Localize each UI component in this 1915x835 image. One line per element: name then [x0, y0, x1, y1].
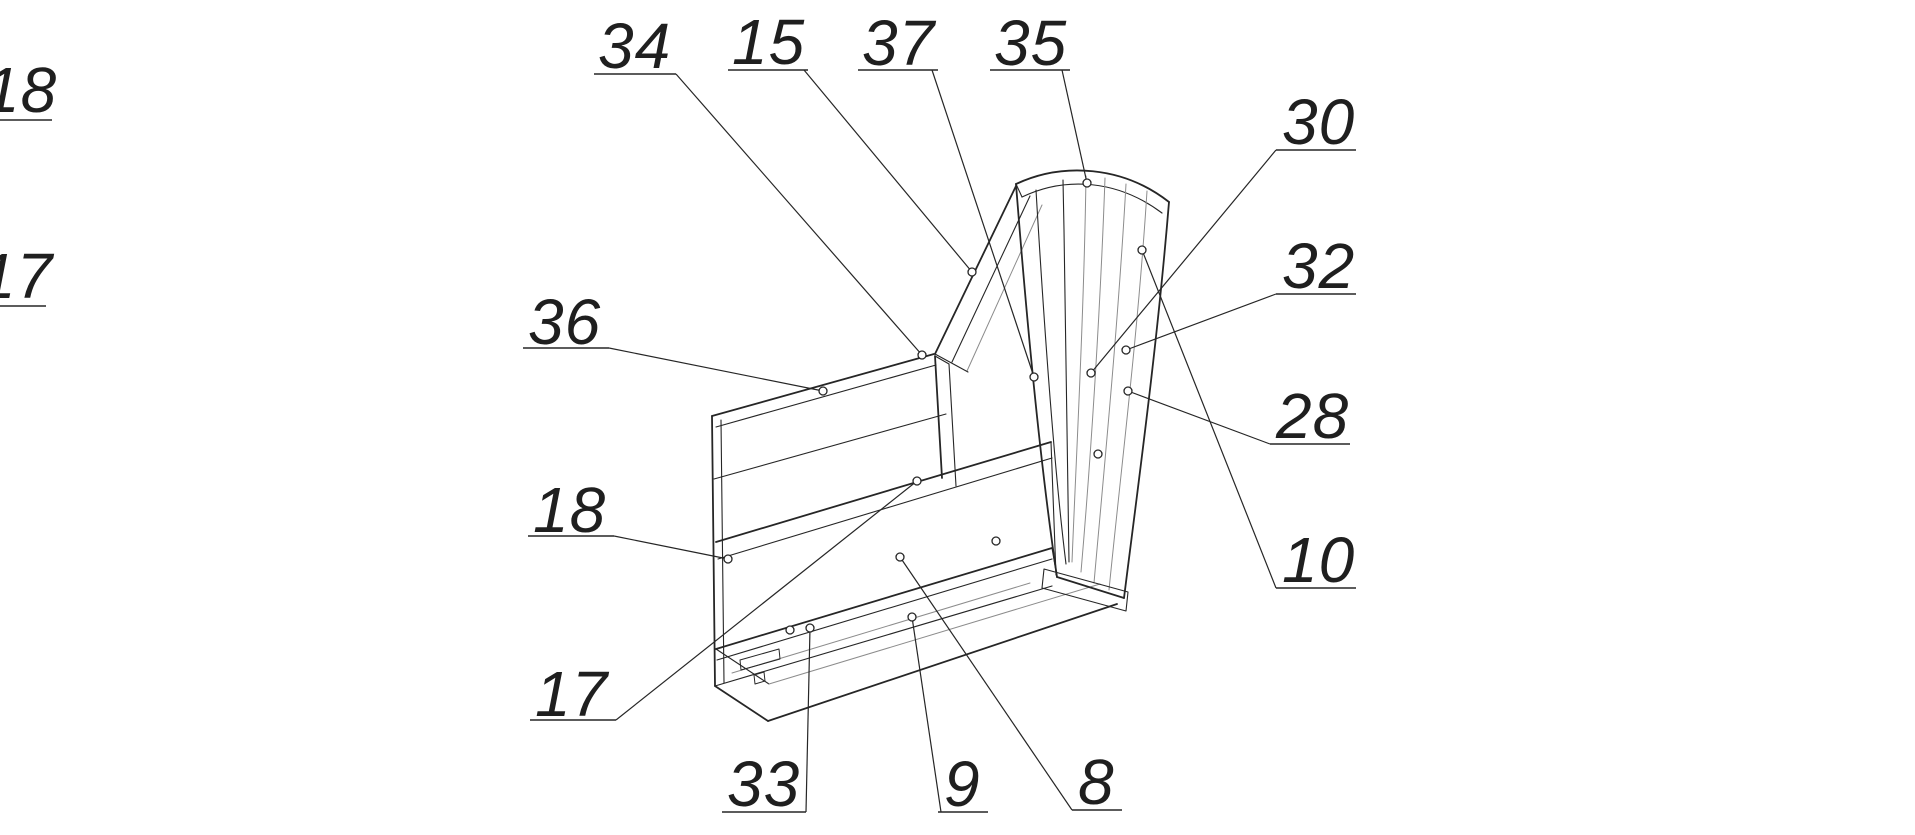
marker-dot-1	[991, 536, 1001, 546]
leader-line-32	[1125, 293, 1277, 351]
leader-dot-17	[912, 476, 922, 486]
curved-column	[1015, 169, 1170, 612]
leader-dot-18	[723, 554, 733, 564]
leader-line-37	[931, 69, 1035, 378]
marker-dot-2	[785, 625, 795, 635]
left-side-panel	[711, 353, 957, 687]
leader-line-9	[911, 616, 942, 813]
leader-line-17	[615, 480, 918, 721]
marker-dot-0	[1093, 449, 1103, 459]
leader-dot-36	[818, 386, 828, 396]
leader-line-28	[1127, 390, 1271, 445]
leader-line-34	[675, 73, 923, 356]
leader-line-30	[1090, 149, 1277, 374]
leader-dot-33	[805, 623, 815, 633]
leader-dot-8	[895, 552, 905, 562]
leader-dot-28	[1123, 386, 1133, 396]
leader-dot-10	[1137, 245, 1147, 255]
leader-line-18	[613, 535, 729, 560]
leader-line-35	[1061, 69, 1088, 184]
leader-dot-32	[1121, 345, 1131, 355]
leader-dot-15	[967, 267, 977, 277]
leader-dot-9	[907, 612, 917, 622]
leader-dot-30	[1086, 368, 1096, 378]
leader-line-33	[805, 627, 811, 813]
leader-dot-34	[917, 350, 927, 360]
leader-line-10	[1141, 249, 1277, 589]
leader-dot-37	[1029, 372, 1039, 382]
leader-line-36	[608, 347, 824, 392]
base-board	[714, 547, 1118, 722]
leader-dot-35	[1082, 178, 1092, 188]
leader-line-15	[803, 69, 973, 273]
leader-line-8	[899, 556, 1073, 811]
mid-rail	[715, 441, 1057, 576]
